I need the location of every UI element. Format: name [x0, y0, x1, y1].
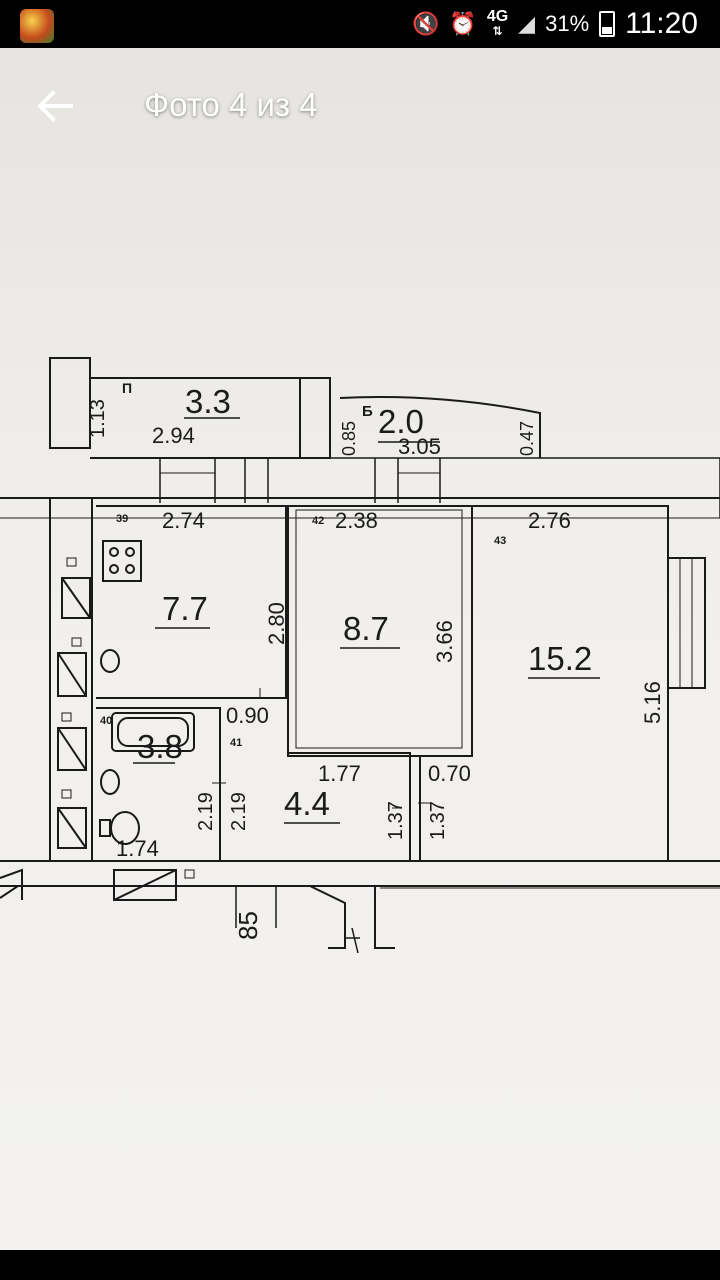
room-right-area: 15.2 [528, 640, 592, 677]
battery-percent: 31% [545, 11, 590, 36]
data-arrows-icon: ⇅ [492, 24, 503, 38]
battery-icon [599, 11, 616, 37]
back-button[interactable] [30, 78, 80, 134]
floor-plan-image: 3.3 2.94 1.13 П 2.0 3.05 0.85 0.47 Б 39 … [0, 357, 720, 954]
hallway-width: 0.90 [226, 703, 269, 728]
toolbar [0, 48, 720, 168]
balcony-mark-p: П [122, 380, 132, 396]
closet-2-depth: 1.37 [427, 801, 449, 840]
hallway-height: 2.19 [228, 792, 250, 831]
arrow-left-icon [37, 90, 73, 122]
photo-counter-title: Фото 4 из 4 [144, 86, 318, 123]
entry-width: 85 [233, 911, 263, 940]
signal-icon: ◢ [518, 11, 536, 36]
room-right-width: 2.76 [528, 508, 571, 533]
kitchen-width: 2.74 [162, 508, 205, 533]
kitchen-area: 7.7 [162, 590, 208, 627]
bathroom-width: 1.74 [116, 836, 159, 861]
room-right-height: 5.16 [640, 681, 665, 724]
room-middle-width: 2.38 [335, 508, 378, 533]
balcony-right-left-depth: 0.85 [339, 421, 359, 456]
bathroom-number: 40 [100, 715, 112, 727]
hallway-area: 4.4 [284, 785, 330, 822]
app-icon [20, 9, 54, 43]
kitchen-height: 2.80 [264, 602, 289, 645]
bathroom-height: 2.19 [195, 792, 217, 831]
network-type: 4G⇅ [486, 8, 509, 39]
closet-width: 1.77 [318, 761, 361, 786]
status-bar: 🔇 ⏰ 4G⇅ ◢ 31% 11:20 [0, 0, 720, 48]
balcony-right-right-depth: 0.47 [517, 421, 537, 456]
mute-vibrate-icon: 🔇 [412, 11, 440, 36]
balcony-left-height: 1.13 [87, 399, 109, 438]
balcony-mark-b: Б [362, 403, 373, 420]
system-navigation-bar [0, 1250, 720, 1280]
bathroom-area: 3.8 [137, 728, 183, 765]
balcony-right-width: 3.05 [398, 434, 441, 459]
photo-viewer[interactable]: 3.3 2.94 1.13 П 2.0 3.05 0.85 0.47 Б 39 … [0, 48, 720, 1250]
room-middle-area: 8.7 [343, 610, 389, 647]
balcony-left-area: 3.3 [185, 383, 231, 420]
clock: 11:20 [625, 7, 698, 40]
closet-depth: 1.37 [385, 801, 407, 840]
alarm-icon: ⏰ [449, 11, 477, 36]
hallway-number: 41 [230, 737, 242, 749]
kitchen-number: 39 [116, 513, 128, 525]
room-middle-number: 42 [312, 515, 324, 527]
room-right-number: 43 [494, 535, 506, 547]
room-middle-height: 3.66 [432, 620, 457, 663]
closet-2-width: 0.70 [428, 761, 471, 786]
balcony-left-width: 2.94 [152, 423, 195, 448]
balcony-right-area: 2.0 [378, 403, 424, 440]
